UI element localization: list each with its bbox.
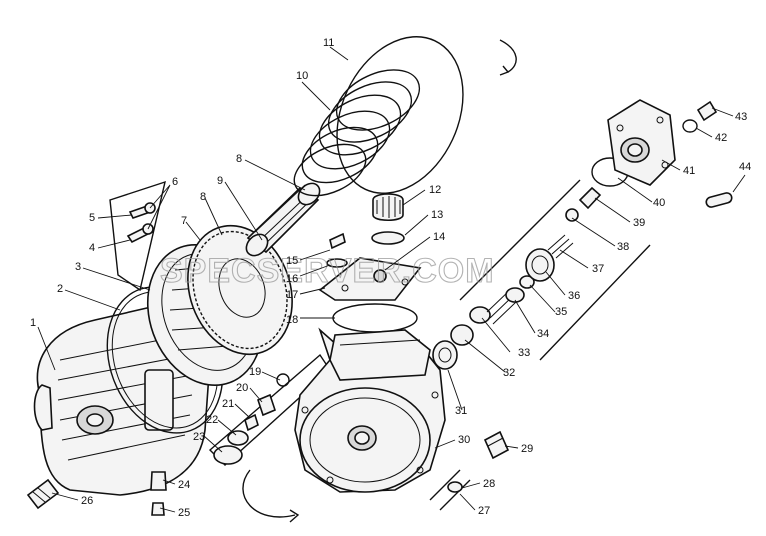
callout-labels: 1 2 3 4 5 6 7 8 8 9 10 11 12 13 14 15 16… (30, 37, 751, 519)
callout-21: 21 (222, 398, 234, 410)
callout-7: 7 (181, 215, 187, 227)
callout-18: 18 (286, 314, 298, 326)
callout-8b: 8 (236, 153, 242, 165)
callout-37: 37 (592, 263, 604, 275)
callout-17: 17 (286, 289, 298, 301)
part-valve-stack (432, 179, 651, 370)
callout-35: 35 (555, 306, 567, 318)
callout-42: 42 (715, 132, 727, 144)
callout-39: 39 (633, 217, 645, 229)
part-small-fittings (208, 353, 331, 466)
callout-31: 31 (455, 405, 467, 417)
part-plugs (26, 471, 167, 516)
part-large-ring (336, 36, 517, 194)
callout-41: 41 (683, 165, 695, 177)
callout-19: 19 (249, 366, 261, 378)
callout-22: 22 (206, 414, 218, 426)
callout-27: 27 (478, 505, 490, 517)
callout-34: 34 (537, 328, 549, 340)
callout-44: 44 (739, 161, 751, 173)
callout-38: 38 (617, 241, 629, 253)
callout-20: 20 (236, 382, 248, 394)
callout-14: 14 (433, 231, 445, 243)
callout-32: 32 (503, 367, 515, 379)
callout-30: 30 (458, 434, 470, 446)
callout-13: 13 (431, 209, 443, 221)
callout-15: 15 (286, 255, 298, 267)
callout-43: 43 (735, 111, 747, 123)
part-cap (371, 193, 405, 245)
callout-24: 24 (178, 479, 190, 491)
leader-lines (37, 46, 746, 513)
callout-36: 36 (568, 290, 580, 302)
callout-28: 28 (483, 478, 495, 490)
callout-2: 2 (57, 283, 63, 295)
callout-5: 5 (89, 212, 95, 224)
callout-8a: 8 (200, 191, 206, 203)
part-flange (591, 99, 733, 208)
part-shaft (245, 182, 321, 257)
rotation-arrows (242, 469, 300, 523)
callout-23: 23 (193, 431, 205, 443)
part-right-fittings (429, 430, 510, 511)
callout-40: 40 (653, 197, 665, 209)
callout-3: 3 (75, 261, 81, 273)
callout-29: 29 (521, 443, 533, 455)
callout-11: 11 (323, 37, 334, 49)
watermark: SPECSERVER.COM (160, 252, 495, 290)
callout-12: 12 (429, 184, 441, 196)
callout-26: 26 (81, 495, 93, 507)
callout-25: 25 (178, 507, 190, 519)
part-coil-spring (293, 69, 421, 197)
callout-1: 1 (30, 317, 36, 329)
callout-33: 33 (518, 347, 530, 359)
callout-10: 10 (296, 70, 308, 82)
part-toothed-wheel (187, 224, 293, 356)
callout-4: 4 (89, 242, 95, 254)
callout-9: 9 (217, 175, 223, 187)
part-pump-body (294, 327, 446, 493)
part-bracket-plate (318, 232, 422, 333)
callout-6: 6 (172, 176, 178, 188)
callout-16: 16 (286, 273, 298, 285)
